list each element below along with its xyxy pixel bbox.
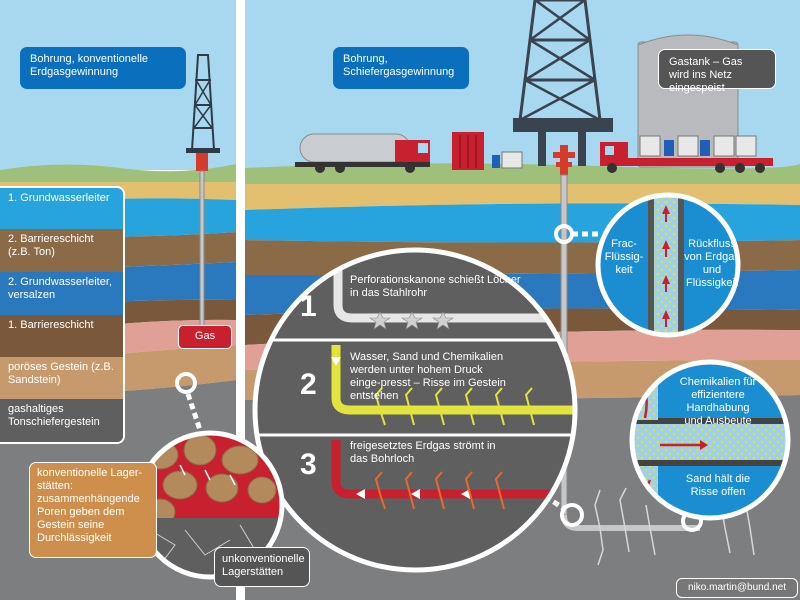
credit-label: niko.martin@bund.net xyxy=(676,578,798,598)
conventional-reservoir-box: konventionelle Lager-stätten: zusammenhä… xyxy=(29,462,157,558)
step-2-number: 2 xyxy=(300,368,317,401)
gastank-label: Gastank – Gas wird ins Netz eingespeist xyxy=(658,49,776,94)
frac-fluid-circle xyxy=(595,192,741,338)
legend-aquifer-2: 2. Grundwasserleiter, versalzen xyxy=(0,272,123,315)
sand-text: Sand hält die Risse offen xyxy=(685,473,751,498)
step-3-number: 3 xyxy=(300,448,317,481)
frac-fluid-text: Frac-Flüssig-keit xyxy=(604,238,644,276)
conventional-title: Bohrung, konventionelle Erdgasgewinnung xyxy=(20,47,186,89)
unconventional-reservoir-box: unkonventionelle Lagerstätten xyxy=(214,547,310,587)
legend-aquifer-1: 1. Grundwasserleiter xyxy=(0,188,123,229)
tanker-truck xyxy=(295,133,430,173)
steps-circle xyxy=(252,247,578,573)
conventional-derrick xyxy=(186,54,220,342)
legend-sandstone: poröses Gestein (z.B. Sandstein) xyxy=(0,357,123,399)
chemicals-text: Chemikalien für effizientere Handhabung … xyxy=(679,376,757,427)
step-2-text: Wasser, Sand und Chemikalien werden unte… xyxy=(350,351,506,402)
layer-legend: 1. Grundwasserleiter 2. Barriereschicht … xyxy=(0,186,125,444)
legend-barrier-2: 2. Barriereschicht (z.B. Ton) xyxy=(0,229,123,272)
red-container xyxy=(452,132,523,170)
backflow-text: Rückfluss von Erdgas und Flüssigkeit xyxy=(684,238,740,289)
gas-label: Gas xyxy=(178,325,232,349)
shale-title: Bohrung, Schiefergasgewinnung xyxy=(333,47,469,89)
legend-shale: gashaltiges Tonschiefergestein xyxy=(0,399,123,442)
shale-fractures xyxy=(594,487,755,566)
legend-barrier-1: 1. Barriereschicht xyxy=(0,315,123,357)
flatbed-truck xyxy=(600,135,773,173)
step-3-text: freigesetztes Erdgas strömt in das Bohrl… xyxy=(350,440,496,465)
step-1-number: 1 xyxy=(300,290,317,323)
step-1-text: Perforationskanone schießt Löcher in das… xyxy=(350,274,521,299)
